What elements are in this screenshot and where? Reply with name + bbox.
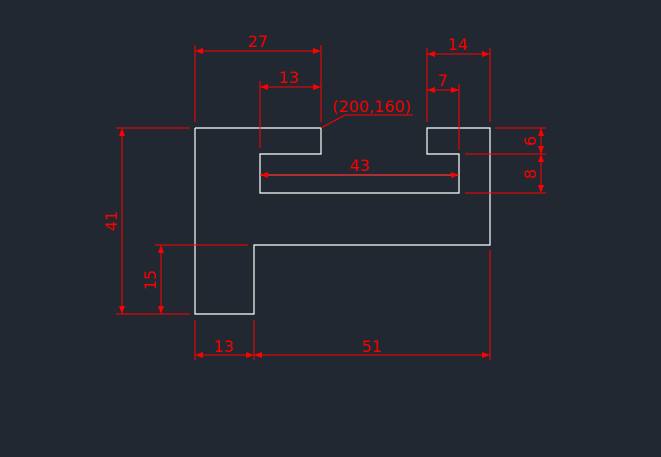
arrow	[158, 306, 164, 314]
dim-label-13-top: 13	[279, 68, 299, 87]
arrow	[538, 154, 544, 162]
dim-label-15: 15	[141, 270, 160, 290]
annotation-coordinate: (200,160)	[333, 97, 412, 116]
dimensions	[116, 45, 546, 360]
arrow	[195, 48, 203, 54]
arrow	[260, 84, 268, 90]
dim-label-14: 14	[448, 35, 468, 54]
arrow	[195, 352, 203, 358]
arrow	[119, 128, 125, 136]
part-geometry	[194, 127, 491, 315]
arrow	[246, 352, 254, 358]
dim-label-6: 6	[521, 136, 540, 146]
arrow	[427, 87, 435, 93]
arrow	[482, 51, 490, 57]
arrow	[538, 146, 544, 154]
arrow	[313, 48, 321, 54]
arrow	[482, 352, 490, 358]
arrow	[158, 245, 164, 253]
leader-line	[320, 114, 346, 129]
arrow	[451, 172, 459, 178]
dim-label-43: 43	[350, 156, 370, 175]
arrow	[451, 87, 459, 93]
dim-label-51: 51	[362, 337, 382, 356]
arrow	[313, 84, 321, 90]
dim-label-8: 8	[521, 169, 540, 179]
dim-label-27: 27	[248, 32, 268, 51]
arrow	[538, 185, 544, 193]
dim-label-13-bottom: 13	[214, 337, 234, 356]
arrow	[119, 306, 125, 314]
dim-label-7: 7	[438, 71, 448, 90]
arrow	[260, 172, 268, 178]
part-outline	[194, 127, 491, 315]
arrow	[254, 352, 262, 358]
dimension-arrows	[119, 48, 544, 358]
arrow	[538, 128, 544, 136]
dim-label-41: 41	[102, 211, 121, 231]
dimension-labels: 27 13 14 7 (200,160) 43 41 15 13 51 6 8	[102, 32, 540, 356]
arrow	[427, 51, 435, 57]
